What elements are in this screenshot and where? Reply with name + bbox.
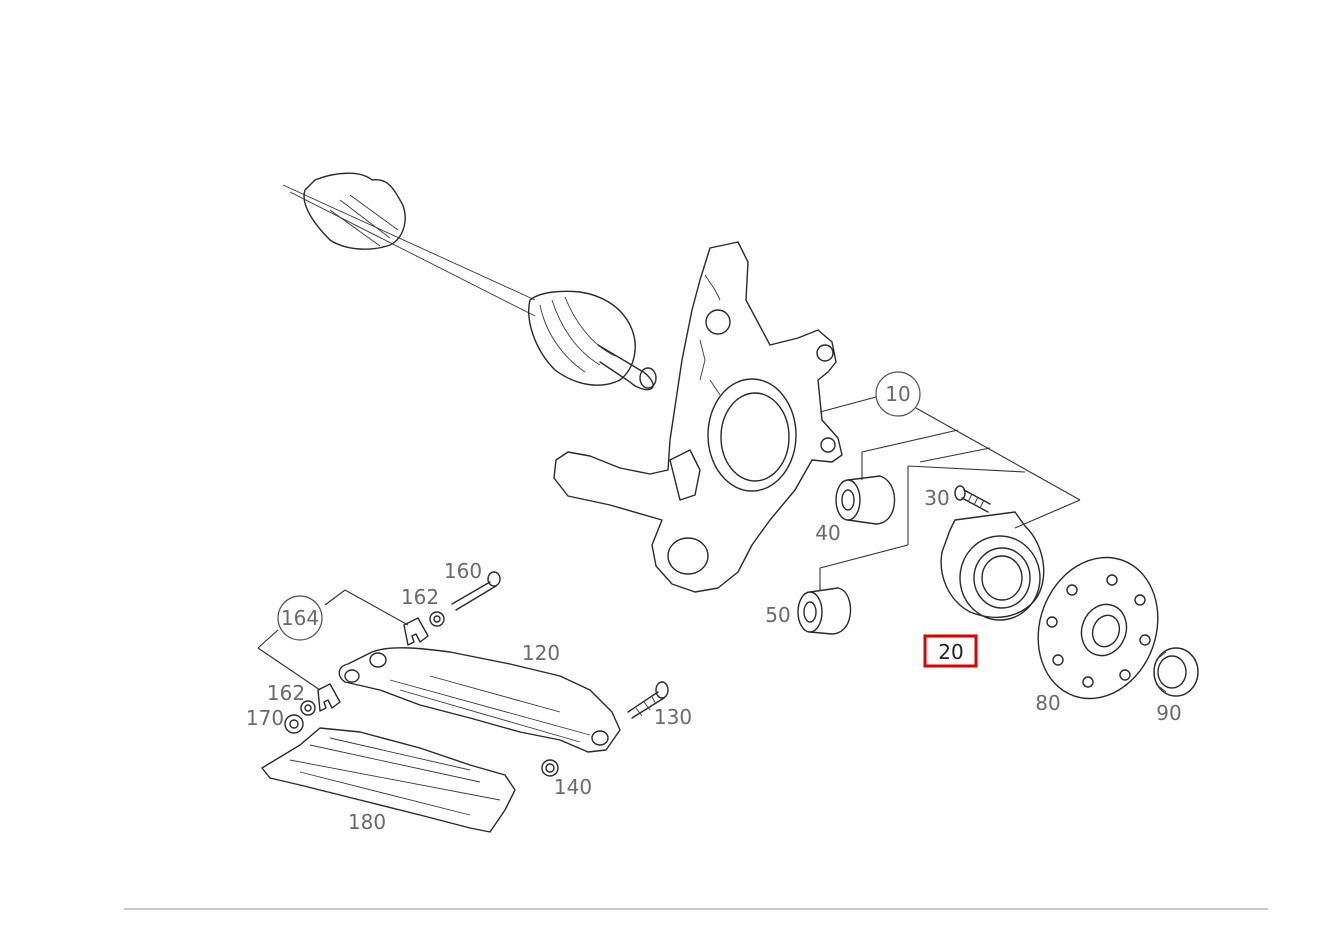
part-label-130[interactable]: 130 — [654, 705, 692, 729]
part-label-170[interactable]: 170 — [246, 706, 284, 730]
part-label-162-upper[interactable]: 162 — [401, 585, 439, 609]
callout-circle-164 — [277, 595, 323, 641]
nut-140-drawing — [541, 759, 559, 777]
washers-shims-drawing — [284, 611, 445, 734]
part-label-50[interactable]: 50 — [765, 603, 790, 627]
hub-nut-90-drawing — [1153, 647, 1199, 697]
highlight-box-20 — [923, 634, 978, 668]
bushing-50-drawing — [797, 587, 852, 635]
bolt-160-drawing — [451, 571, 501, 611]
part-label-90[interactable]: 90 — [1156, 701, 1181, 725]
part-label-20[interactable]: 20 — [938, 640, 963, 664]
cover-180-drawing — [261, 727, 516, 833]
bolt-30-drawing — [954, 485, 991, 513]
part-label-40[interactable]: 40 — [815, 521, 840, 545]
part-label-140[interactable]: 140 — [554, 775, 592, 799]
part-label-180[interactable]: 180 — [348, 810, 386, 834]
part-label-160[interactable]: 160 — [444, 559, 482, 583]
part-label-120[interactable]: 120 — [522, 641, 560, 665]
part-label-30[interactable]: 30 — [924, 486, 949, 510]
part-label-164[interactable]: 164 — [281, 606, 319, 630]
part-label-80[interactable]: 80 — [1035, 691, 1060, 715]
knuckle-drawing — [553, 241, 843, 593]
leader-lines — [257, 396, 1081, 691]
callout-circle-10 — [875, 371, 921, 417]
drive-shaft-drawing — [282, 172, 657, 391]
part-label-10[interactable]: 10 — [885, 382, 910, 406]
wheel-bearing-20-drawing — [940, 511, 1045, 621]
bushing-40-drawing — [835, 475, 896, 525]
bolt-130-drawing — [627, 681, 669, 719]
control-arm-120-drawing — [338, 647, 621, 753]
part-label-162-lower[interactable]: 162 — [267, 681, 305, 705]
wheel-hub-80-drawing — [1037, 556, 1159, 700]
